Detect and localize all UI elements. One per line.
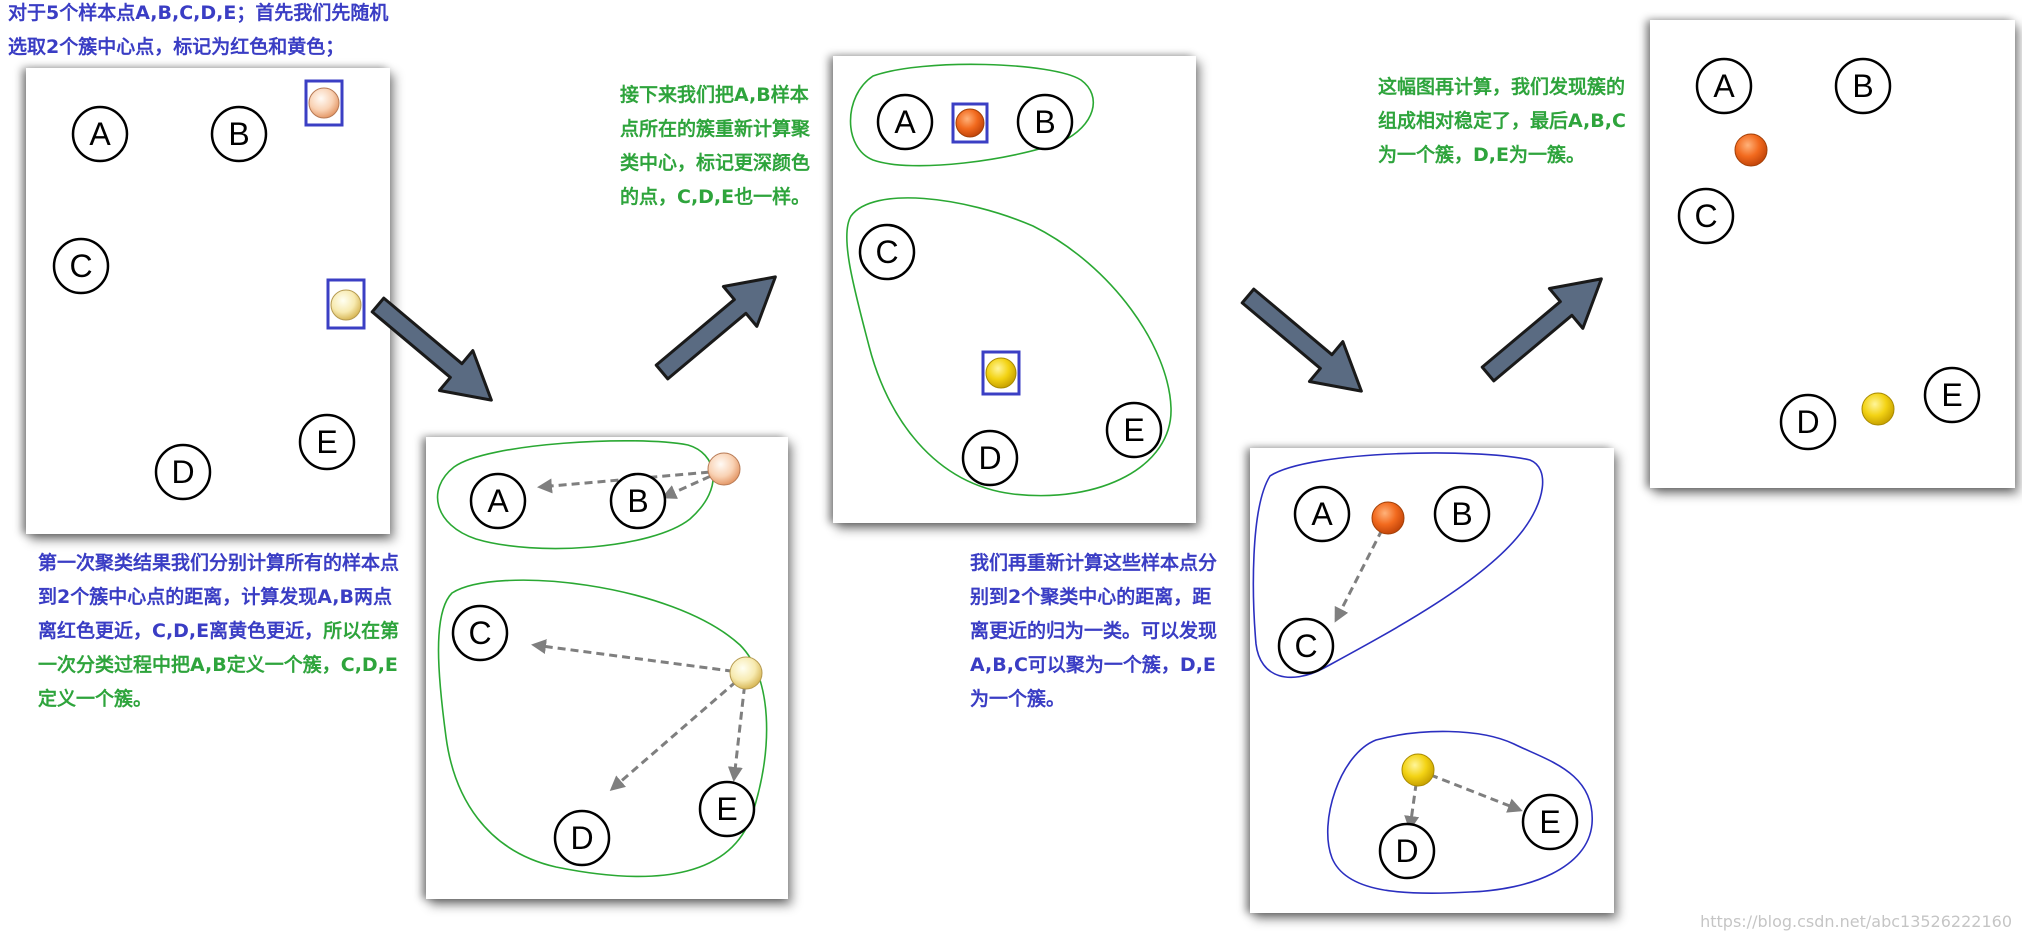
cluster-outline-cde xyxy=(437,579,768,878)
caption-step4: 我们再重新计算这些样本点分 别到2个聚类中心的距离，距 离更近的归为一类。可以发… xyxy=(970,552,1218,710)
svg-text:D: D xyxy=(570,820,593,856)
sample-point-c: C xyxy=(1677,187,1735,245)
center-red-dark xyxy=(1371,501,1405,535)
svg-text:A: A xyxy=(487,483,509,519)
svg-text:E: E xyxy=(1123,412,1144,448)
sample-point-a: A xyxy=(876,93,934,151)
svg-text:C: C xyxy=(69,248,92,284)
svg-text:E: E xyxy=(316,424,337,460)
sample-point-c: C xyxy=(52,237,110,295)
flow-arrow-up-2 xyxy=(1480,277,1603,383)
cluster-outline-cde xyxy=(845,197,1172,497)
panel-initial-centers: A B C D E xyxy=(26,68,390,534)
svg-text:E: E xyxy=(716,791,737,827)
flow-arrow-up-1 xyxy=(654,275,777,381)
center-red-dark xyxy=(951,102,989,144)
svg-text:A: A xyxy=(1311,496,1333,532)
svg-text:D: D xyxy=(171,454,194,490)
sample-point-d: D xyxy=(1378,822,1436,880)
svg-text:B: B xyxy=(627,483,648,519)
center-red-light xyxy=(707,452,741,486)
sample-point-c: C xyxy=(1277,617,1335,675)
flow-arrow-down-2 xyxy=(1240,287,1363,393)
svg-text:B: B xyxy=(1451,496,1472,532)
panel-stable-result: A B C D E xyxy=(1650,20,2015,488)
sample-point-c: C xyxy=(451,604,509,662)
panel-recomputed-centers-canvas: A B C D E xyxy=(845,63,1172,497)
sample-point-e: E xyxy=(298,413,356,471)
sample-point-b: B xyxy=(609,472,667,530)
sample-point-b: B xyxy=(1433,485,1491,543)
center-red-initial xyxy=(304,79,344,127)
sample-point-d: D xyxy=(553,809,611,867)
sample-point-b: B xyxy=(1834,57,1892,115)
svg-text:C: C xyxy=(875,234,898,270)
caption-step3: 接下来我们把A,B样本 点所在的簇重新计算聚 类中心，标记更深颜色 的点，C,D… xyxy=(620,84,811,208)
svg-text:E: E xyxy=(1941,377,1962,413)
caption-step2: 第一次聚类结果我们分别计算所有的样本点 到2个簇中心点的距离，计算发现A,B两点… xyxy=(38,552,400,710)
center-yellow-initial xyxy=(326,278,366,330)
svg-text:B: B xyxy=(228,116,249,152)
svg-text:D: D xyxy=(1796,404,1819,440)
sample-point-e: E xyxy=(1105,401,1163,459)
sample-point-e: E xyxy=(1521,793,1579,851)
center-yellow-light xyxy=(729,656,763,690)
panel-stable-result-canvas: A B C D E xyxy=(1677,57,1981,451)
svg-text:C: C xyxy=(468,615,491,651)
center-yellow-dark xyxy=(1401,753,1435,787)
svg-text:D: D xyxy=(978,440,1001,476)
sample-point-c: C xyxy=(858,223,916,281)
panel-initial-centers-canvas: A B C D E xyxy=(52,79,366,501)
cluster-outline-de xyxy=(1326,730,1593,895)
sample-point-d: D xyxy=(1779,393,1837,451)
svg-text:C: C xyxy=(1294,628,1317,664)
sample-point-a: A xyxy=(1293,485,1351,543)
svg-text:E: E xyxy=(1539,804,1560,840)
cluster-outline-abc xyxy=(1252,452,1544,679)
caption-step1: 对于5个样本点A,B,C,D,E；首先我们先随机 选取2个簇中心点，标记为红色和… xyxy=(8,2,389,58)
sample-point-d: D xyxy=(154,443,212,501)
panel-recomputed-centers: A B C D E xyxy=(833,56,1196,523)
svg-text:A: A xyxy=(1713,68,1735,104)
svg-text:A: A xyxy=(89,116,111,152)
svg-text:D: D xyxy=(1395,833,1418,869)
svg-text:B: B xyxy=(1852,68,1873,104)
panel-second-clustering-canvas: A B C D E xyxy=(1252,452,1593,895)
sample-point-e: E xyxy=(1923,366,1981,424)
sample-point-a: A xyxy=(1695,57,1753,115)
sample-point-b: B xyxy=(210,105,268,163)
panel-second-clustering: A B C D E xyxy=(1250,448,1614,913)
panel-first-clustering: A B C D E xyxy=(426,437,788,899)
sample-point-d: D xyxy=(961,429,1019,487)
sample-point-e: E xyxy=(698,780,756,838)
watermark: https://blog.csdn.net/abc13526222160 xyxy=(1700,912,2012,931)
sample-point-a: A xyxy=(469,472,527,530)
svg-text:A: A xyxy=(894,104,916,140)
cluster-outline-ab xyxy=(436,440,715,550)
center-yellow-dark xyxy=(981,350,1021,396)
sample-point-a: A xyxy=(71,105,129,163)
sample-point-b: B xyxy=(1016,93,1074,151)
svg-text:B: B xyxy=(1034,104,1055,140)
center-yellow-final xyxy=(1861,392,1895,426)
caption-step5: 这幅图再计算，我们发现簇的 组成相对稳定了，最后A,B,C 为一个簇，D,E为一… xyxy=(1378,76,1626,166)
flow-arrow-down-1 xyxy=(370,296,493,402)
panel-first-clustering-canvas: A B C D E xyxy=(436,440,768,878)
svg-text:C: C xyxy=(1694,198,1717,234)
center-red-final xyxy=(1734,133,1768,167)
